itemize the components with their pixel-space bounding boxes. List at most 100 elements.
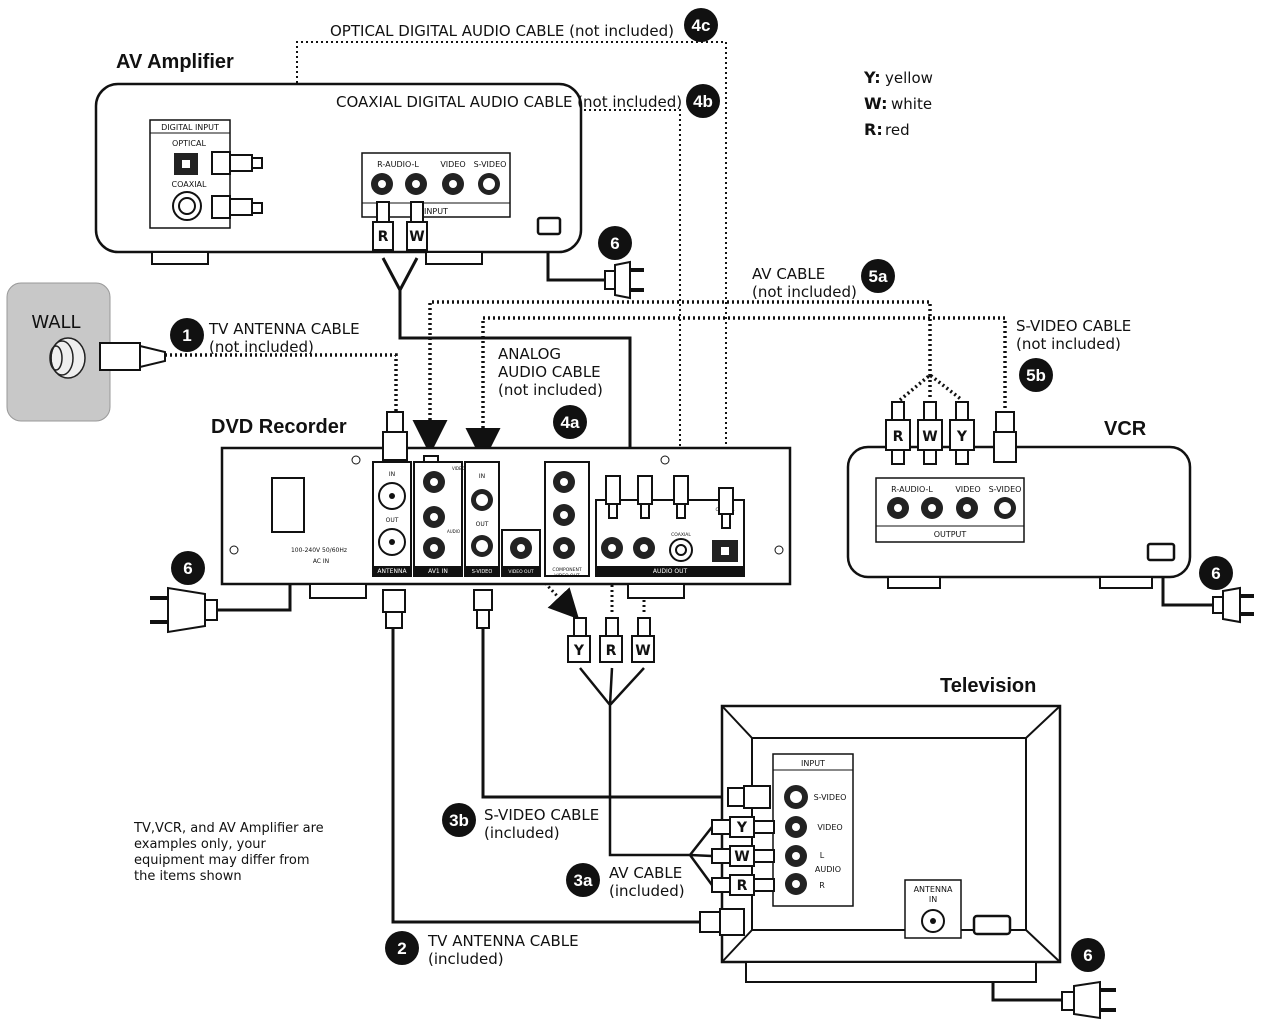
badge-5b — [1019, 358, 1053, 392]
badge-4a — [553, 405, 587, 439]
vcr-output-label: OUTPUT — [934, 530, 967, 539]
tv-antenna-label: ANTENNA — [914, 885, 953, 894]
tv-audio-label: AUDIO — [815, 865, 841, 874]
dvd-power-rating: 100-240V 50/60Hz — [291, 547, 347, 554]
badge-6-tv-text: 6 — [1083, 946, 1092, 965]
tv-power-plug — [1061, 980, 1116, 1020]
amp-power-socket — [536, 216, 562, 236]
cable-4c-line — [262, 41, 727, 488]
tv-power-socket — [972, 914, 1012, 936]
cable-4a-sublabel: (not included) — [498, 381, 603, 399]
amp-audio-lr-label: R-AUDIO-L — [377, 160, 419, 169]
tv-input-label: INPUT — [801, 759, 825, 768]
badge-3a — [566, 863, 600, 897]
cable-3a-plug-w: W — [635, 643, 650, 659]
cable-3a-plug-y: Y — [573, 643, 585, 659]
dvd-plugs-bottom — [382, 589, 493, 629]
dvd-svideo-label: S-VIDEO — [472, 569, 493, 575]
tv-plug-w: W — [734, 849, 749, 865]
dvd-antenna-out-label: OUT — [386, 517, 399, 524]
badge-5b-text: 5b — [1026, 366, 1046, 385]
legend-value-red: red — [885, 121, 910, 139]
cable-5a-sublabel: (not included) — [752, 283, 857, 301]
badge-6-vcr-text: 6 — [1211, 564, 1220, 583]
tv-plug-r: R — [737, 878, 748, 894]
cable-4a-label: ANALOG — [498, 345, 561, 363]
badge-5a — [861, 259, 895, 293]
badge-2-text: 2 — [397, 939, 406, 958]
dvd-svideo-out-label: OUT — [476, 521, 489, 528]
amp-video-label: VIDEO — [440, 160, 465, 169]
badge-4b-text: 4b — [693, 92, 713, 111]
vcr-plug-r: R — [893, 429, 904, 445]
cable-4a-label-2: AUDIO CABLE — [498, 363, 601, 381]
badge-3b-text: 3b — [449, 811, 469, 830]
amp-plug-r: R — [372, 201, 394, 251]
amp-input-label: INPUT — [424, 207, 448, 216]
dvd-svideo-in-label: IN — [479, 473, 485, 480]
amp-digital-input-label: DIGITAL INPUT — [161, 123, 219, 132]
badge-1 — [170, 318, 204, 352]
av-amplifier-title: AV Amplifier — [116, 51, 234, 73]
dvd-antenna-panel — [372, 461, 412, 577]
dvd-component-video-out-label: VIDEO OUT — [554, 573, 580, 579]
tv-plug-y: Y — [736, 820, 748, 836]
badge-3a-text: 3a — [574, 871, 593, 890]
amp-power-plug — [604, 260, 644, 300]
dvd-antenna-in-label: IN — [389, 471, 395, 478]
badge-6-dvd — [171, 551, 205, 585]
cable-3b-line — [481, 625, 728, 799]
badge-6-tv — [1071, 938, 1105, 972]
badge-6-dvd-text: 6 — [183, 559, 192, 578]
cable-labels: OPTICAL DIGITAL AUDIO CABLE (not include… — [170, 8, 1233, 972]
amp-plug-r-letter: R — [378, 229, 389, 245]
television-title: Television — [940, 675, 1036, 697]
legend-value-white: white — [891, 95, 932, 113]
dvd-recorder-title: DVD Recorder — [211, 416, 347, 438]
cable-2-label: TV ANTENNA CABLE — [427, 932, 579, 950]
tv-svideo-label: S-VIDEO — [814, 793, 847, 802]
amp-coaxial-label: COAXIAL — [172, 180, 208, 189]
cable-4c-label: OPTICAL DIGITAL AUDIO CABLE (not include… — [330, 22, 674, 40]
cable-1-sublabel: (not included) — [209, 338, 314, 356]
badge-4c — [684, 8, 718, 42]
wall: WALL — [6, 282, 166, 422]
badge-4a-text: 4a — [561, 413, 580, 432]
av-amplifier: AV Amplifier DIGITAL INPUT OPTICAL COAXI… — [94, 51, 644, 300]
tv-plugs — [711, 785, 775, 896]
wall-antenna-plug — [99, 342, 166, 371]
television: Television INPUT S-VIDEO VIDEO L AUDIO R… — [699, 675, 1116, 1020]
legend-value-yellow: yellow — [885, 69, 933, 87]
badge-4b — [686, 84, 720, 118]
badge-2 — [385, 931, 419, 965]
amp-svideo-label: S-VIDEO — [474, 160, 507, 169]
cable-5b-line — [481, 316, 1007, 448]
wall-label: WALL — [31, 312, 80, 333]
badge-4c-text: 4c — [692, 16, 711, 35]
cable-3a-line — [579, 667, 714, 886]
cable-3b-label: S-VIDEO CABLE — [484, 806, 599, 824]
vcr-plug-w: W — [922, 429, 937, 445]
amp-optical-plug — [211, 151, 263, 175]
vcr-plug-y: Y — [956, 429, 968, 445]
dvd-av1-audio-label: AUDIO — [447, 529, 460, 534]
tv-audio-r-label: R — [819, 881, 825, 890]
cable-3a-sublabel: (included) — [609, 882, 685, 900]
dvd-video-out-label: VIDEO OUT — [508, 569, 534, 575]
legend-key-r: R: — [864, 120, 883, 139]
dvd-power-plug — [150, 586, 218, 634]
vcr-video-label: VIDEO — [955, 485, 980, 494]
cable-2-line — [391, 625, 706, 924]
vcr-power-plug — [1212, 586, 1254, 624]
badge-6-amp-text: 6 — [610, 234, 619, 253]
cable-3a-label: AV CABLE — [609, 864, 682, 882]
disclaimer-note: TV,VCR, and AV Amplifier are examples on… — [133, 821, 324, 884]
badge-1-text: 1 — [182, 326, 191, 345]
wall-antenna-jack — [49, 337, 86, 379]
vcr-plugs — [885, 401, 1017, 465]
dvd-ac-in-label: AC IN — [313, 558, 329, 565]
cable-5b-sublabel: (not included) — [1016, 335, 1121, 353]
dvd-component-label: COMPONENT — [552, 567, 581, 573]
